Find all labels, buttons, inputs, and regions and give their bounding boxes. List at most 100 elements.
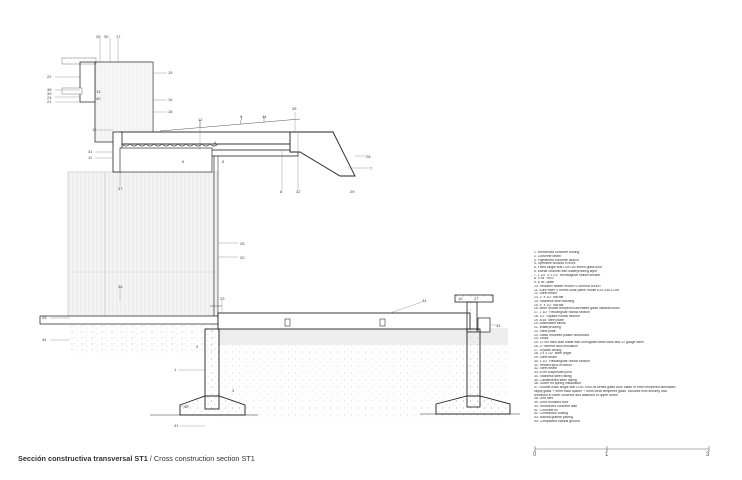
legend-item: 10. Heliodex heater model R-Summa 5000R [534,284,601,288]
legend-item: 17. 1 1/2" Rectangular hollow section [534,311,590,314]
callout: 42 [184,404,189,409]
callout: 41 [174,423,179,428]
legend-item: 4. Operable window in front [534,262,576,266]
legend-item: 22. Steel plate [534,329,556,333]
callout: 6 [182,159,185,164]
callout: 4 [214,140,217,145]
canopy-wedge [289,131,356,177]
legend-item: 6. Mortar channel with waterproofing lay… [534,269,598,273]
parapet [79,61,96,103]
drawing-caption: Sección constructiva transversal ST1 / C… [18,454,255,463]
callout: 2 [196,344,199,349]
legend-item: 30. 1 1/2" Rectangular hollow section [534,359,590,363]
legend-item: 27. Drywall ceiling [534,348,562,352]
legend-item: 32. Steel beam [534,367,557,371]
legend-item: 28. 3 x 3 1/2" steel angle [534,352,572,356]
scale-label: 1 [605,452,609,458]
legend-item: 1. Reinforced concrete footing [534,251,580,254]
right-column [466,328,481,408]
legend-item: 5. Fixed single leaf COR-60 series glass… [534,266,603,269]
callout: 20 [240,255,245,260]
legend-item: 26. 3" mineral wool insulation [534,344,578,348]
callout: 40 [96,96,101,101]
legend-item: 9. 6"x6" plate [534,281,554,284]
legend-item: 25. 12 cm thick slab made with corrugate… [534,341,644,344]
callout: 10 [92,127,97,132]
callout: 18 [168,109,173,114]
callout: 30 [104,34,109,39]
callout: 37 [118,186,123,191]
callout: 24 [47,95,52,100]
solar-panel [159,118,301,132]
callout-numbers: 26 30 17 22 38 3 9 24 2 1 13 40 15 16 18 1… [42,34,501,428]
callout: 36 [118,284,123,289]
callout: 33 [496,323,501,328]
legend-item: 8. 4"x4" HSS [534,277,554,281]
legend-item: 24. Stops [534,337,549,341]
legend-item: 39. Lime-modified floor [534,401,569,404]
callout: 3 [232,388,235,393]
legend-item: 7. 1 1/2" x 1 1/2" Rectangular hollow se… [534,273,601,277]
callout: 1 [174,367,177,372]
scale-label: 3 [706,452,710,458]
legend-item: 43. Natural granite paving [534,416,573,419]
callout: 25 [240,241,245,246]
caption-title-rest: / Cross construction section ST1 [147,454,255,463]
callout: 28 [366,154,371,159]
legend-item: 21. Waterproofing [534,326,561,329]
callout: 14 [262,114,267,119]
floor-slab [39,315,219,325]
legend-item: 15. 4" x 1/2" flat bar [534,303,564,307]
deck-hole [379,318,386,327]
callout: 7 [370,166,373,171]
callout: 31 [88,149,93,154]
scale-label: 0 [533,452,537,458]
legend-item: 40. Reinforced concrete slab [534,404,578,408]
callout: 22 [47,74,52,79]
legend-item: 3. Pigmented concrete launch [534,258,579,262]
callout: 29 [350,189,355,194]
roof-planting [61,57,97,65]
scale-bar [534,446,710,452]
callout: 44 [42,337,47,342]
legend-item: 35. Cantilevered steel railing [534,378,577,382]
legend-item: 12. Steel beam [534,292,557,296]
callout: 9 [240,114,243,119]
callout: 16 [168,97,173,102]
callout: 12 [198,117,203,122]
terrace-slab [217,312,471,330]
legend-item: 2. Concrete beam [534,254,561,258]
callout: 43 [42,315,47,320]
caption-title-bold: Sección constructiva transversal ST1 [18,454,148,463]
deck-hole [284,318,291,327]
legend-item: 33. 8 cm suspended joint [534,371,572,374]
legend-item: 44. Compacted natural ground [534,419,580,423]
ceiling-beam [209,149,299,157]
legend-list: 1. Reinforced concrete footing 2. Concre… [534,251,734,424]
callout: 26 [96,34,101,39]
callout: 38 [47,87,52,92]
legend-item: 19. 5/16" steel plate [534,318,564,322]
callout: 23 [220,296,225,301]
legend-item: 31. Heated spot-lit ribbon [534,363,572,367]
legend-item: 41. Concrete fill [534,408,558,412]
legend-item: 13. 2" x 1/2" flat bar [534,296,564,299]
leader-lines [50,38,496,427]
callout: 15 [168,70,173,75]
callout: 35 [292,106,297,111]
planter-stem [466,301,478,333]
legend-item: 18. 1/2" Square hollow section [534,314,580,318]
callout: 13 [96,89,101,94]
callout: 19 [458,296,463,301]
natural-ground [68,323,216,355]
corrugated-deck [121,143,219,147]
callout: 27 [474,296,479,301]
soil-shading [218,328,508,345]
legend-item: 36. Gutter for spring installation [534,382,582,386]
legend-item: 23. Stack mounted plastic floorboard [534,333,590,337]
callout: 17 [116,34,121,39]
legend-item: 34. Stainless steel railing [534,374,572,378]
legend-item: 16. 6mm double tempered laminated glass … [534,307,620,311]
legend-item: skyfly glass + 9mm track spacer + 6mm cl… [534,389,668,393]
